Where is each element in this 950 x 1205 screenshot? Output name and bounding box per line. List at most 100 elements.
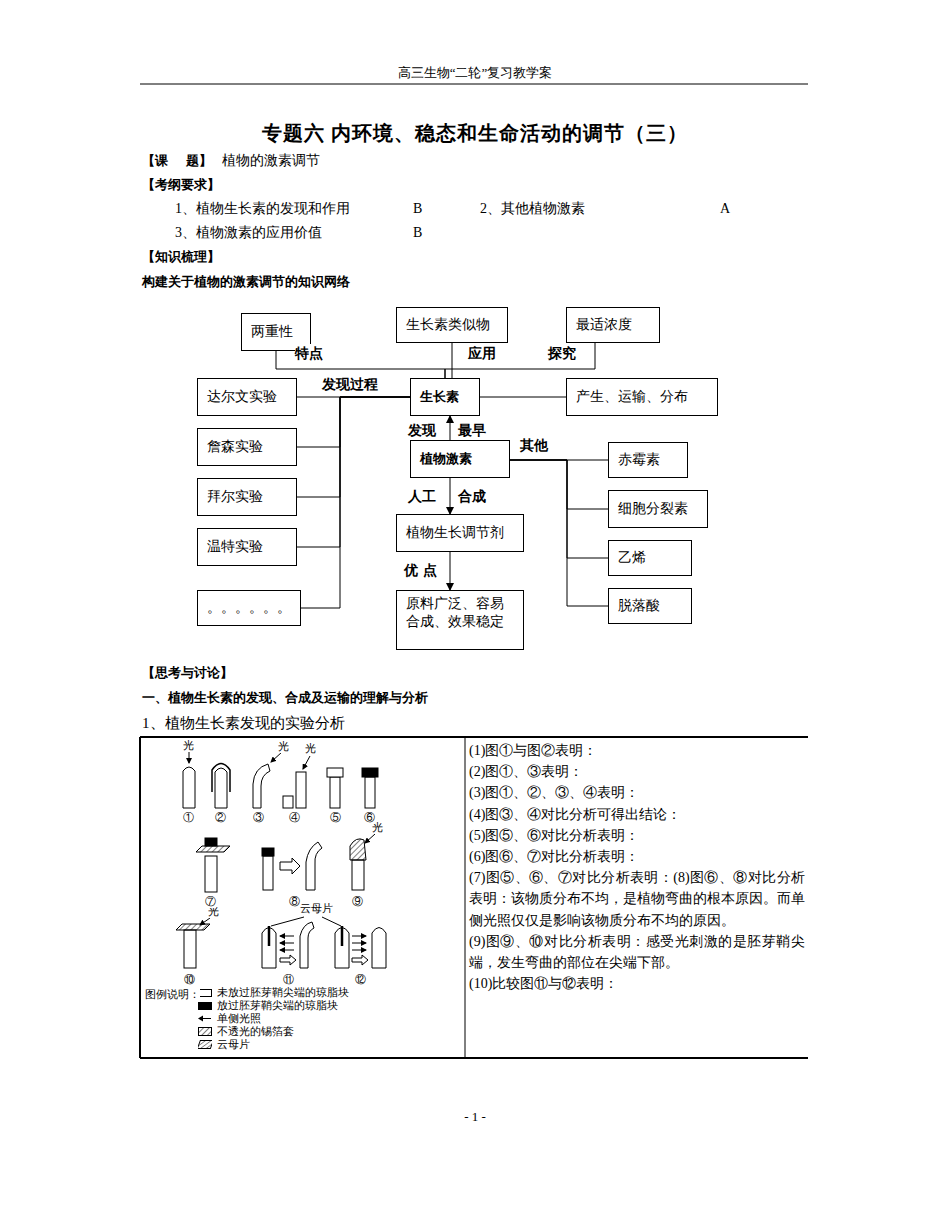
text-label: - 1 - (464, 1108, 486, 1126)
figure-stroke (300, 922, 314, 968)
figure-stroke (253, 764, 270, 808)
legend-row: 放过胚芽鞘尖端的琼脂块 (198, 999, 349, 1012)
legend-row: 不透光的锡箔套 (198, 1025, 349, 1038)
box-text: 细胞分裂素 (618, 500, 688, 518)
box-text: 詹森实验 (207, 438, 263, 456)
answer-line: (3)图①、②、③、④表明： (469, 782, 805, 803)
concept-box: 最适浓度 (566, 307, 660, 343)
concept-box: 细胞分裂素 (608, 490, 708, 528)
text-label: 光 (305, 742, 316, 755)
answer-line: (4)图③、④对比分析可得出结论： (469, 804, 805, 825)
box-text: 达尔文实验 (207, 388, 277, 406)
text-label: ⑫ (355, 973, 366, 986)
legend-sample (198, 1040, 212, 1049)
figure-stroke (271, 752, 282, 762)
light-arrow-head (198, 1016, 203, 1022)
text-label: 2、其他植物激素 (480, 200, 585, 218)
text-label: ② (215, 811, 226, 824)
figure-stroke (280, 943, 294, 944)
box-text: 原料广泛、容易合成、效果稳定 (406, 595, 514, 631)
figure-stroke (306, 842, 322, 890)
figure-stroke (205, 838, 217, 846)
legend-row: 未放过胚芽鞘尖端的琼脂块 (198, 986, 349, 999)
question-text: (7)图⑤、⑥、⑦对比分析表明： (469, 870, 673, 885)
box-text: 乙烯 (618, 549, 646, 567)
connector (510, 460, 608, 558)
text-label: 高三生物“二轮”复习教学案 (398, 64, 553, 82)
concept-box: 詹森实验 (197, 428, 297, 466)
connector (450, 552, 451, 590)
edge-label: 应用 (468, 344, 496, 362)
edge-label: 优 点 (404, 561, 437, 579)
legend-text: 放过胚芽鞘尖端的琼脂块 (217, 999, 338, 1012)
edge-label: 探究 (548, 344, 576, 362)
answer-line: (1)图①与图②表明： (469, 740, 805, 761)
question-text: (4)图③、④对比分析可得出结论： (469, 807, 681, 822)
figure-stroke (341, 926, 344, 946)
figure-stroke (196, 846, 230, 852)
figure-stroke (271, 917, 304, 926)
figure-stroke (268, 926, 271, 946)
box-text: 产生、运输、分布 (576, 388, 688, 406)
figure-stroke (215, 768, 227, 808)
figure-stroke (176, 924, 210, 930)
figure-stroke (184, 930, 196, 968)
text-label: ⑦ (205, 895, 216, 908)
figure-stroke (280, 950, 294, 951)
text-label: ⑩ (184, 973, 195, 986)
mica-sample (198, 1041, 212, 1049)
text-label: 【考纲要求】 (142, 176, 220, 194)
edge-label: 发现 (408, 421, 436, 439)
figure-stroke (140, 84, 808, 85)
legend-swatch (198, 989, 212, 997)
connector (297, 397, 410, 547)
box-text: 最适浓度 (576, 316, 632, 334)
figure-stroke (362, 768, 378, 777)
answer-line: (7)图⑤、⑥、⑦对比分析表明：(8)图⑥、⑧对比分析表明：该物质分布不均，是植… (469, 867, 805, 931)
figure-stroke (327, 768, 343, 777)
connector (445, 343, 595, 378)
concept-box: 植物生长调节剂 (396, 514, 524, 552)
answer-line: (2)图①、③表明： (469, 761, 805, 782)
figure-stroke (372, 928, 386, 969)
text-label: 光 (278, 740, 289, 753)
question-text: (6)图⑥、⑦对比分析表明： (469, 849, 639, 864)
text-label: 植物的激素调节 (222, 152, 320, 170)
box-text: 生长素类似物 (406, 316, 490, 334)
answer-line: (6)图⑥、⑦对比分析表明： (469, 846, 805, 867)
foil-sample (199, 1028, 212, 1036)
box-text: 拜尔实验 (207, 488, 263, 506)
figure-stroke (140, 1057, 808, 1059)
text-label: 图例说明： (145, 988, 200, 1001)
figure-stroke (263, 856, 273, 890)
box-text: 温特实验 (207, 538, 263, 556)
text-label: ⑤ (330, 811, 341, 824)
legend-row: 单侧光照 (198, 1012, 349, 1025)
concept-box: 生长素类似物 (396, 307, 508, 343)
concept-box: 生长素 (410, 378, 480, 416)
concept-box: 产生、运输、分布 (566, 378, 718, 416)
legend: 未放过胚芽鞘尖端的琼脂块放过胚芽鞘尖端的琼脂块单侧光照不透光的锡箔套云母片 (198, 986, 349, 1051)
concept-box: 原料广泛、容易合成、效果稳定 (396, 590, 524, 650)
text-label: 【思考与讨论】 (142, 664, 233, 682)
box-text: 生长素 (420, 388, 459, 406)
text-label: 云母片 (300, 902, 333, 915)
text-label: 【知识梳理】 (142, 248, 220, 266)
connector (301, 397, 410, 608)
text-label: 合成 (458, 487, 486, 505)
figure-stroke (352, 955, 368, 965)
figure-stroke (189, 752, 375, 950)
question-text: (5)图⑤、⑥对比分析表明： (469, 828, 639, 843)
figure-stroke (200, 918, 210, 925)
text-label: 【课 题】 (142, 152, 212, 170)
legend-text: 不透光的锡箔套 (217, 1025, 294, 1038)
concept-box: 达尔文实验 (197, 378, 297, 416)
figure-stroke (262, 848, 274, 856)
connector (450, 416, 451, 440)
figure-stroke (212, 764, 230, 793)
text-label: ④ (289, 811, 300, 824)
box-text: 脱落酸 (618, 597, 660, 615)
figure-stroke (183, 767, 195, 808)
figure-stroke (350, 839, 366, 860)
box-text: 赤霉素 (618, 451, 660, 469)
